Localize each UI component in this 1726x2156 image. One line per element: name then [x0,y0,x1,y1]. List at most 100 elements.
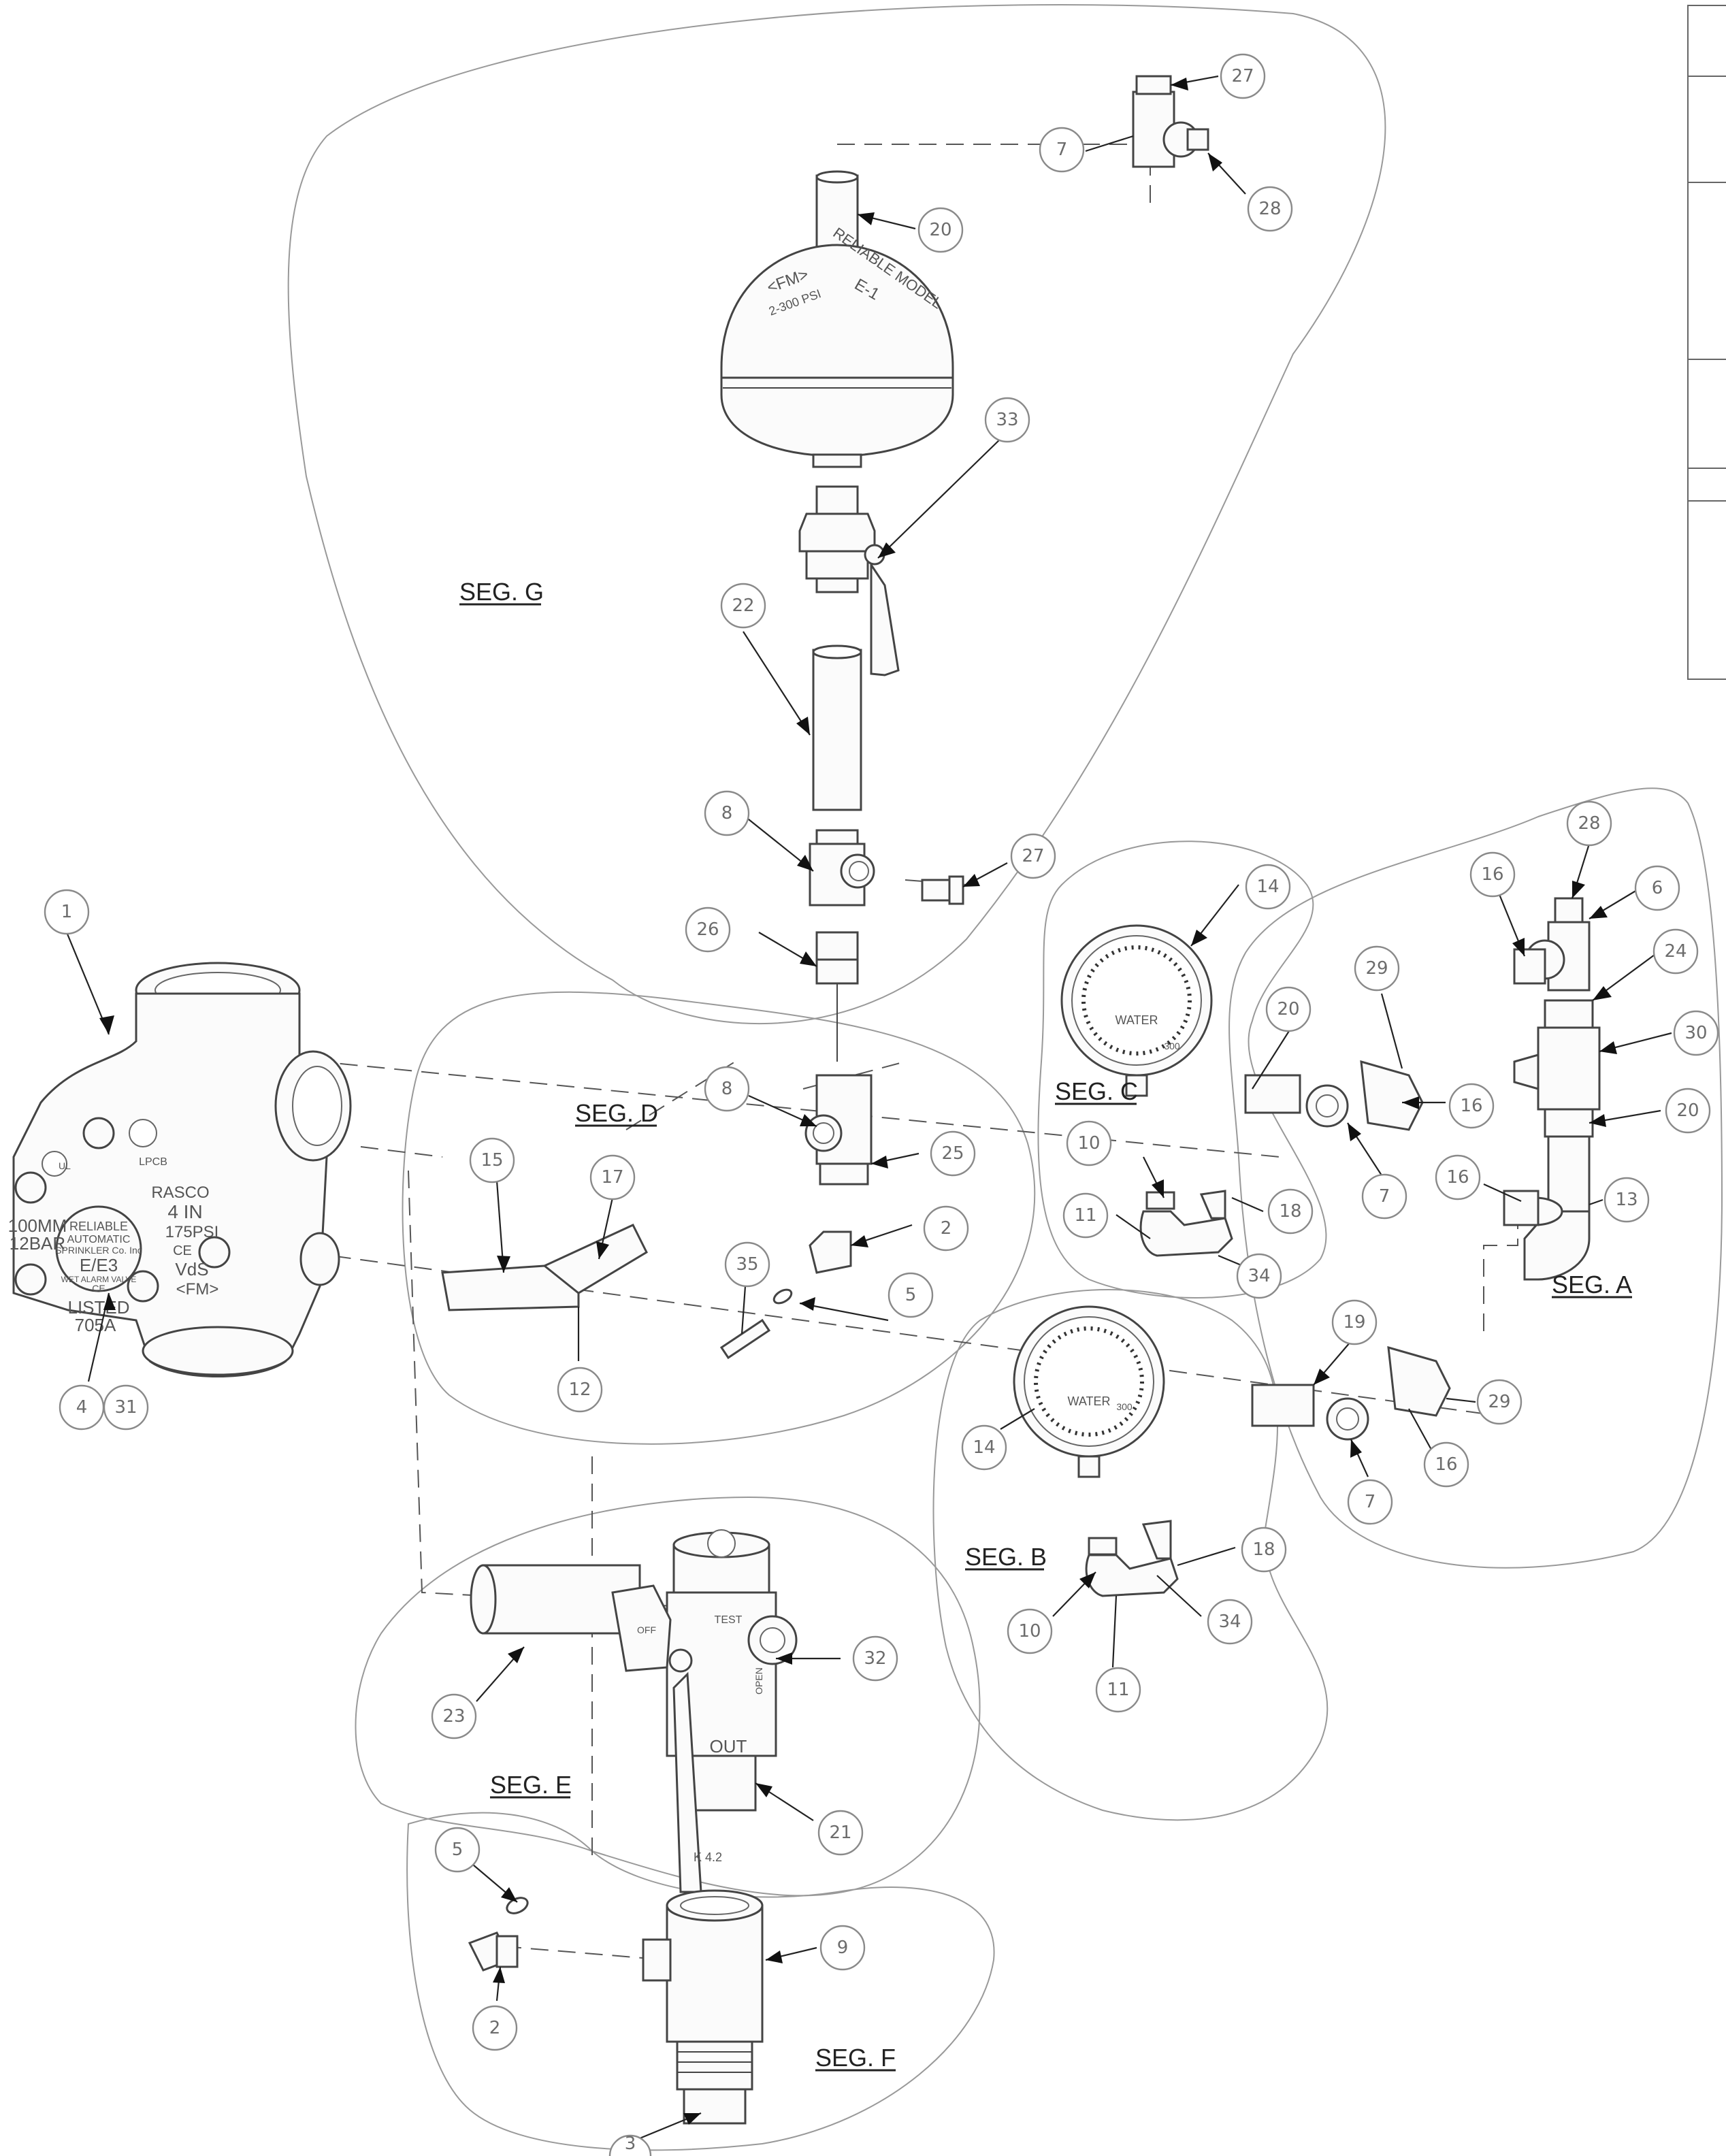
callout-2-f: 2 [472,2005,518,2051]
segment-regions [287,4,1723,2151]
callout-14-c: 14 [1245,864,1291,910]
valve-marking-fm: <FM> [176,1280,219,1298]
callout-21: 21 [817,1810,864,1856]
valve-marking-listed: LISTED [67,1297,129,1318]
seg-a-label: SEG. A [1552,1271,1632,1298]
svg-text:31: 31 [114,1397,137,1418]
svg-text:22: 22 [732,595,754,616]
seg-f-label: SEG. F [815,2044,896,2072]
svg-text:5: 5 [905,1285,917,1305]
callout-26: 26 [685,906,731,953]
svg-text:25: 25 [941,1143,964,1164]
nipple-19 [1251,1384,1315,1427]
callout-5-d: 5 [888,1272,934,1318]
strainer-5-d [772,1288,793,1305]
valve-marking-brand1: RELIABLE [69,1220,128,1233]
callout-35: 35 [724,1241,770,1288]
svg-text:11: 11 [1107,1680,1129,1700]
svg-text:2: 2 [489,2018,501,2038]
callout-6: 6 [1634,865,1680,911]
region-seg-e [355,1496,981,1897]
svg-text:34: 34 [1218,1612,1241,1632]
ball-valve-upper [798,485,900,676]
svg-text:8: 8 [721,1079,733,1099]
valve-marking-brand3: SPRINKLER Co. Inc [55,1245,142,1256]
callout-9: 9 [819,1925,866,1971]
svg-text:2: 2 [941,1218,952,1239]
valve-marking-rasco: RASCO [151,1183,209,1202]
svg-text:12: 12 [568,1379,591,1400]
title-block [1687,5,1726,680]
callout-23: 23 [431,1693,477,1740]
tee-7-a [1326,1397,1369,1441]
drain-marking-off: OFF [637,1624,656,1635]
svg-text:20: 20 [929,220,951,240]
seg-b-label: SEG. B [965,1543,1047,1571]
callout-20-g: 20 [917,207,964,253]
svg-text:18: 18 [1252,1539,1275,1560]
callout-22: 22 [720,583,766,629]
callout-15: 15 [469,1137,515,1183]
svg-text:35: 35 [736,1254,758,1275]
svg-text:28: 28 [1578,813,1600,834]
svg-text:SEG. G: SEG. G [459,578,544,606]
seg-e-label: SEG. E [490,1771,572,1799]
drain-marking-test: TEST [715,1614,743,1626]
callout-25: 25 [930,1130,976,1177]
tee-8-upper [809,829,875,906]
svg-text:10: 10 [1077,1133,1100,1154]
callout-10-b: 10 [1007,1608,1053,1654]
valve-marking-ce2: CE [173,1243,192,1258]
callout-12: 12 [557,1367,603,1413]
callout-11-c: 11 [1062,1192,1109,1239]
svg-text:30: 30 [1684,1023,1707,1043]
leader-lines [65,75,1672,2140]
svg-text:1: 1 [61,902,73,922]
ball-valve-b [1085,1520,1179,1597]
svg-text:29: 29 [1488,1392,1510,1412]
svg-text:15: 15 [481,1150,503,1171]
callout-1: 1 [44,889,90,935]
svg-text:3: 3 [625,2134,636,2154]
callout-7-c: 7 [1361,1173,1407,1220]
callout-32: 32 [852,1635,898,1682]
svg-text:20: 20 [1676,1100,1699,1121]
plug-27-mid [921,875,964,905]
union-30 [1513,999,1601,1138]
callout-29-a: 29 [1476,1379,1523,1425]
drain-marking-open: OPEN [753,1667,764,1695]
drain-body-9 [642,1889,764,2125]
region-seg-d [402,991,1036,1445]
svg-text:23: 23 [442,1706,465,1727]
svg-text:SEG. F: SEG. F [815,2044,896,2072]
callout-34-c: 34 [1236,1253,1282,1299]
region-seg-c [1037,840,1327,1298]
callout-27-g: 27 [1010,833,1056,879]
valve-marking-ce: CE [92,1283,105,1294]
bushing-29-c [1360,1060,1424,1131]
drain-test-valve: TEST OUT OFF K 4.2 OPEN [611,1529,798,1893]
callout-13: 13 [1603,1177,1650,1223]
svg-text:6: 6 [1652,878,1663,898]
valve-marking-size-in: 4 IN [167,1201,202,1222]
svg-text:14: 14 [973,1437,995,1458]
valve-marking-psi: 175PSI [165,1223,219,1241]
elbow-13 [1503,1190,1591,1281]
valve-marking-vds: VdS [175,1259,208,1279]
svg-text:32: 32 [864,1648,886,1669]
svg-text:7: 7 [1365,1492,1376,1512]
callout-34-b: 34 [1207,1599,1253,1645]
callout-16-a: 16 [1469,851,1516,898]
svg-text:29: 29 [1365,958,1388,979]
seg-g-label: SEG. G [459,578,544,606]
valve-marking-bar: 12BAR [10,1233,65,1254]
valve-marking-size-mm: 100MM [8,1215,67,1236]
tee-8-lower [804,1074,873,1186]
pressure-gauge-b: WATER 300 [1013,1305,1165,1478]
tee-7-c [1305,1084,1349,1128]
svg-text:27: 27 [1231,66,1254,86]
valve-marking-lpcb: LPCB [139,1156,167,1168]
check-valve-top [1132,75,1209,168]
callout-27-top: 27 [1220,53,1266,99]
svg-text:16: 16 [1446,1167,1469,1188]
